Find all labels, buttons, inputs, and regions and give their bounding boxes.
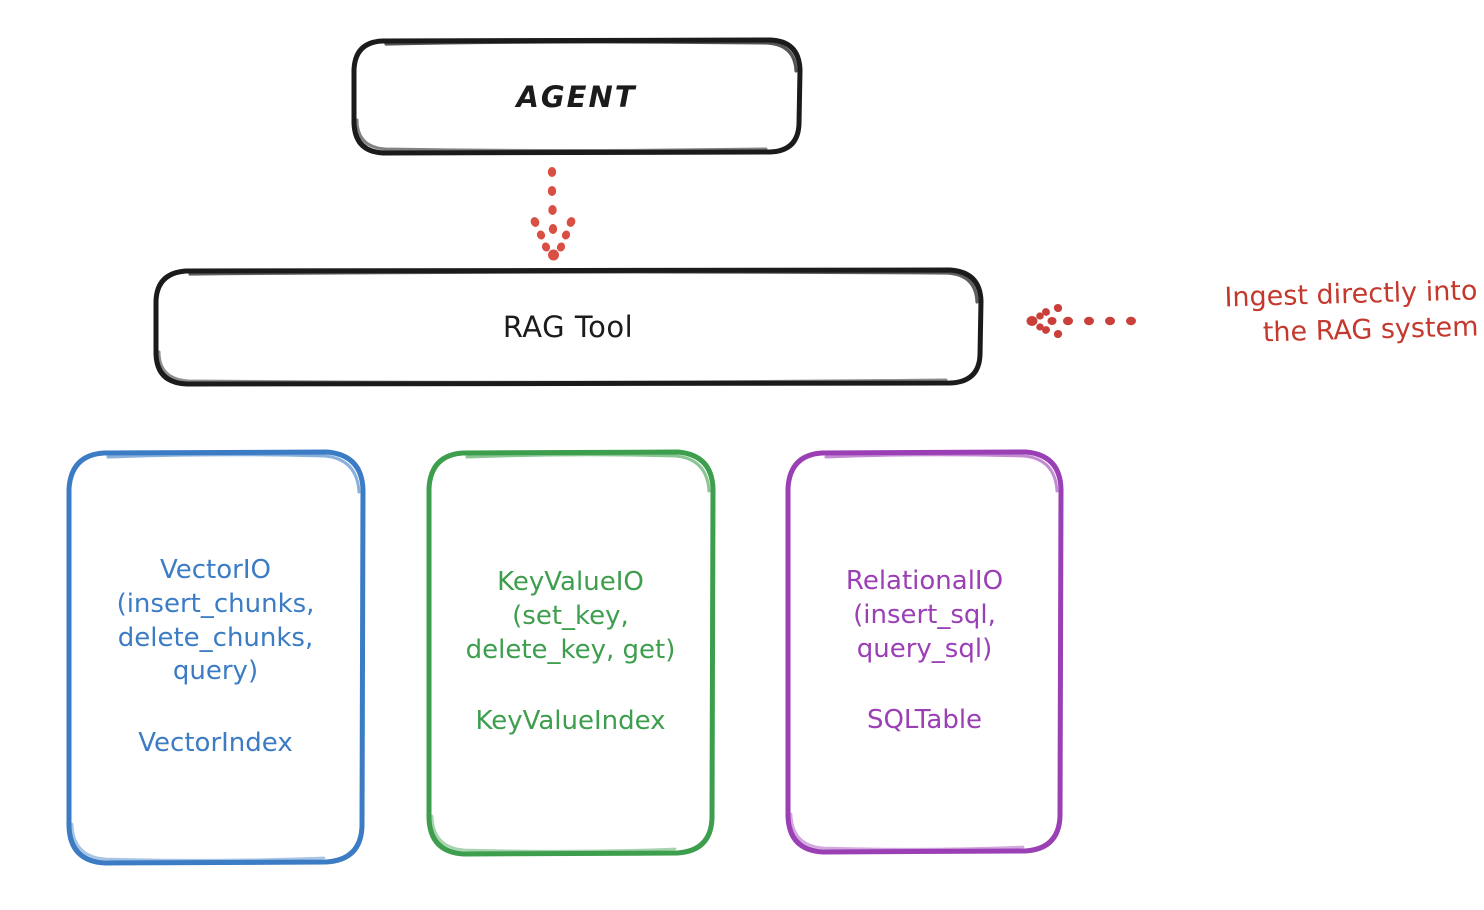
vector-io-box-outline — [66, 449, 366, 866]
ingest-annotation-text: Ingest directly into the RAG system — [1224, 275, 1479, 349]
rag-tool-box-outline — [153, 267, 984, 387]
key-value-io-box-outline — [426, 449, 716, 857]
relational-io-box-outline — [785, 449, 1064, 855]
relational-io-node[interactable]: RelationalIO (insert_sql, query_sql) SQL… — [788, 452, 1061, 851]
relational-io-sub-label: SQLTable — [866, 705, 983, 736]
agent-node[interactable]: AGENT — [353, 40, 800, 153]
key-value-io-label: KeyValueIO (set_key, delete_key, get) — [465, 566, 676, 665]
rag-tool-label: RAG Tool — [502, 310, 634, 344]
ingest-to-rag-tool-connector — [1026, 303, 1136, 339]
vector-io-sub-label: VectorIndex — [138, 728, 293, 759]
vector-io-label: VectorIO (insert_chunks, delete_chunks, … — [116, 555, 315, 687]
agent-to-rag-tool-connector — [530, 167, 576, 261]
agent-box-outline — [351, 37, 803, 156]
agent-label: AGENT — [516, 79, 637, 114]
key-value-io-node[interactable]: KeyValueIO (set_key, delete_key, get) Ke… — [428, 452, 713, 853]
vector-io-node[interactable]: VectorIO (insert_chunks, delete_chunks, … — [68, 452, 363, 863]
key-value-io-sub-label: KeyValueIndex — [475, 706, 666, 737]
relational-io-label: RelationalIO (insert_sql, query_sql) — [845, 565, 1004, 664]
rag-tool-node[interactable]: RAG Tool — [155, 270, 981, 384]
